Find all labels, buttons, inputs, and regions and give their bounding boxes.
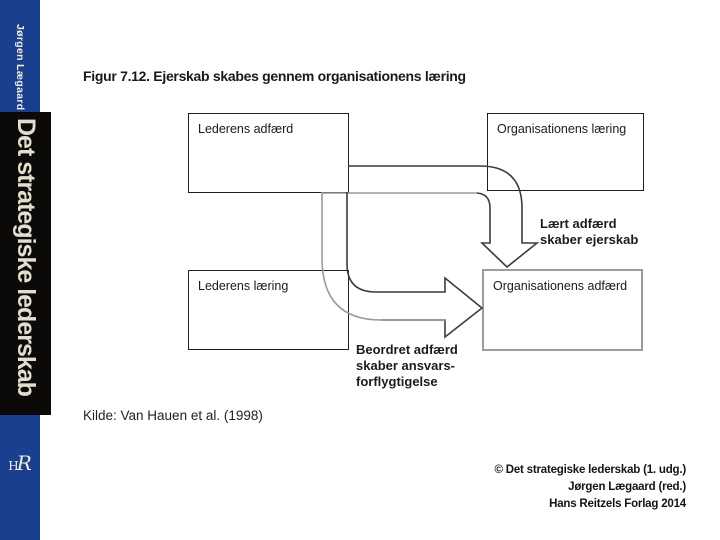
logo-letter-h: H (8, 459, 19, 473)
spine-title-panel: Det strategiske lederskab (0, 112, 51, 415)
arrow-label-laert: Lært adfærd skaber ejerskab (540, 216, 638, 248)
credit-line: Jørgen Lægaard (red.) (568, 481, 686, 493)
credit-line: © Det strategiske lederskab (1. udg.) (494, 464, 686, 476)
arrow-label-line: skaber ansvars- (356, 358, 456, 373)
spine-publisher-panel (0, 415, 40, 540)
box-lederens-laering: Lederens læring (188, 270, 349, 350)
arrow-label-beordret: Beordret adfærd skaber ansvars- forflygt… (356, 342, 458, 390)
box-label: Lederens læring (198, 279, 289, 293)
arrow-label-line: skaber ejerskab (540, 232, 639, 247)
credit-line: Hans Reitzels Forlag 2014 (549, 498, 686, 510)
source-note: Kilde: Van Hauen et al. (1998) (83, 408, 263, 423)
hans-reitzels-logo-icon: HR (0, 448, 40, 481)
box-lederens-adfaerd: Lederens adfærd (188, 113, 349, 193)
arrow-label-line: Beordret adfærd (356, 342, 458, 357)
figure-title: Figur 7.12. Ejerskab skabes gennem organ… (83, 68, 466, 84)
box-label: Organisationens adfærd (493, 279, 628, 293)
spine-book-title-vertical-text: Det strategiske lederskab (12, 118, 40, 396)
arrow-label-line: forflygtigelse (356, 374, 438, 389)
box-organisationens-laering: Organisationens læring (487, 113, 644, 191)
logo-letter-r: R (16, 451, 32, 475)
box-label: Organisationens læring (497, 122, 627, 136)
credits-block: © Det strategiske lederskab (1. udg.) Jø… (494, 462, 686, 513)
spine-top-panel: Jørgen Lægaard (0, 0, 40, 112)
arrow-label-line: Lært adfærd (540, 216, 617, 231)
box-label: Lederens adfærd (198, 122, 294, 136)
arrow-beordret-outline (346, 192, 484, 339)
spine-author-vertical-text: Jørgen Lægaard (14, 23, 26, 110)
box-organisationens-adfaerd: Organisationens adfærd (482, 269, 643, 351)
